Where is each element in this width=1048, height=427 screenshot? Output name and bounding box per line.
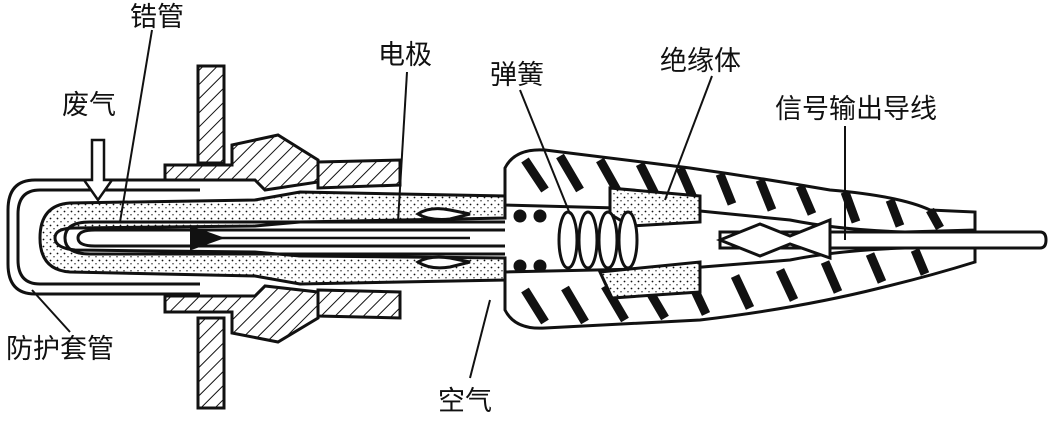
- label-insulator: 绝缘体: [660, 46, 741, 77]
- label-air: 空气: [438, 386, 492, 417]
- zirconia-tube: [63, 220, 505, 256]
- wire-connector: [715, 217, 832, 261]
- spring: [513, 209, 639, 273]
- leader-lines: [31, 29, 846, 379]
- label-protective-sleeve: 防护套管: [6, 334, 114, 365]
- label-zirconia-tube: 锆管: [130, 2, 184, 33]
- label-electrode: 电极: [378, 40, 432, 71]
- exhaust-pipe-wall: [196, 64, 226, 410]
- insulator-lower: [597, 260, 702, 300]
- protective-sleeve: [6, 178, 200, 296]
- label-spring: 弹簧: [490, 60, 544, 91]
- electrode: [415, 207, 471, 270]
- exhaust-arrow: [81, 138, 115, 203]
- label-signal-wire: 信号输出导线: [775, 94, 937, 125]
- label-exhaust: 废气: [62, 90, 116, 121]
